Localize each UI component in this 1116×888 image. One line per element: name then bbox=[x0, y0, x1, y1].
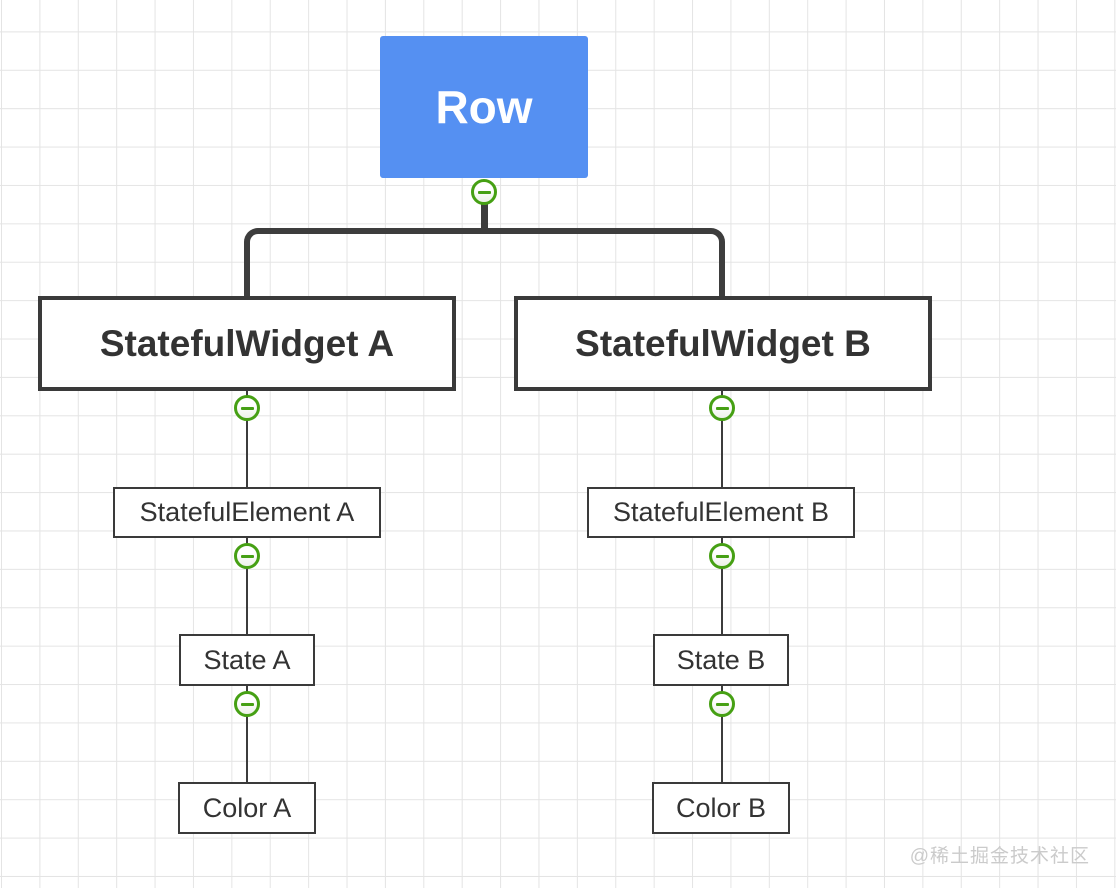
collapse-button-state-a[interactable] bbox=[234, 691, 260, 717]
collapse-button-state-b[interactable] bbox=[709, 691, 735, 717]
collapse-button-statefulelement-b[interactable] bbox=[709, 543, 735, 569]
node-row[interactable]: Row bbox=[380, 36, 588, 178]
minus-icon bbox=[715, 554, 729, 558]
collapse-button-statefulelement-a[interactable] bbox=[234, 543, 260, 569]
node-state-b[interactable]: State B bbox=[653, 634, 789, 686]
collapse-button-statefulwidget-b[interactable] bbox=[709, 395, 735, 421]
connector-state-b-color-b bbox=[721, 686, 723, 782]
minus-icon bbox=[240, 554, 254, 558]
connector-widget-b-element-b bbox=[721, 391, 723, 487]
minus-icon bbox=[477, 190, 491, 194]
minus-icon bbox=[240, 702, 254, 706]
collapse-button-statefulwidget-a[interactable] bbox=[234, 395, 260, 421]
node-color-a[interactable]: Color A bbox=[178, 782, 316, 834]
connector-element-b-state-b bbox=[721, 537, 723, 634]
collapse-button-row[interactable] bbox=[471, 179, 497, 205]
connector-root-branch-bracket bbox=[244, 228, 725, 298]
node-statefulelement-b[interactable]: StatefulElement B bbox=[587, 487, 855, 538]
node-statefulelement-a[interactable]: StatefulElement A bbox=[113, 487, 381, 538]
minus-icon bbox=[715, 702, 729, 706]
node-statefulwidget-b[interactable]: StatefulWidget B bbox=[514, 296, 932, 391]
connector-state-a-color-a bbox=[246, 686, 248, 782]
watermark-text: @稀土掘金技术社区 bbox=[909, 846, 1090, 867]
connector-widget-a-element-a bbox=[246, 391, 248, 487]
node-state-a[interactable]: State A bbox=[179, 634, 315, 686]
node-statefulwidget-a[interactable]: StatefulWidget A bbox=[38, 296, 456, 391]
node-color-b[interactable]: Color B bbox=[652, 782, 790, 834]
minus-icon bbox=[715, 406, 729, 410]
minus-icon bbox=[240, 406, 254, 410]
connector-element-a-state-a bbox=[246, 537, 248, 634]
connector-root-stub bbox=[481, 203, 488, 233]
